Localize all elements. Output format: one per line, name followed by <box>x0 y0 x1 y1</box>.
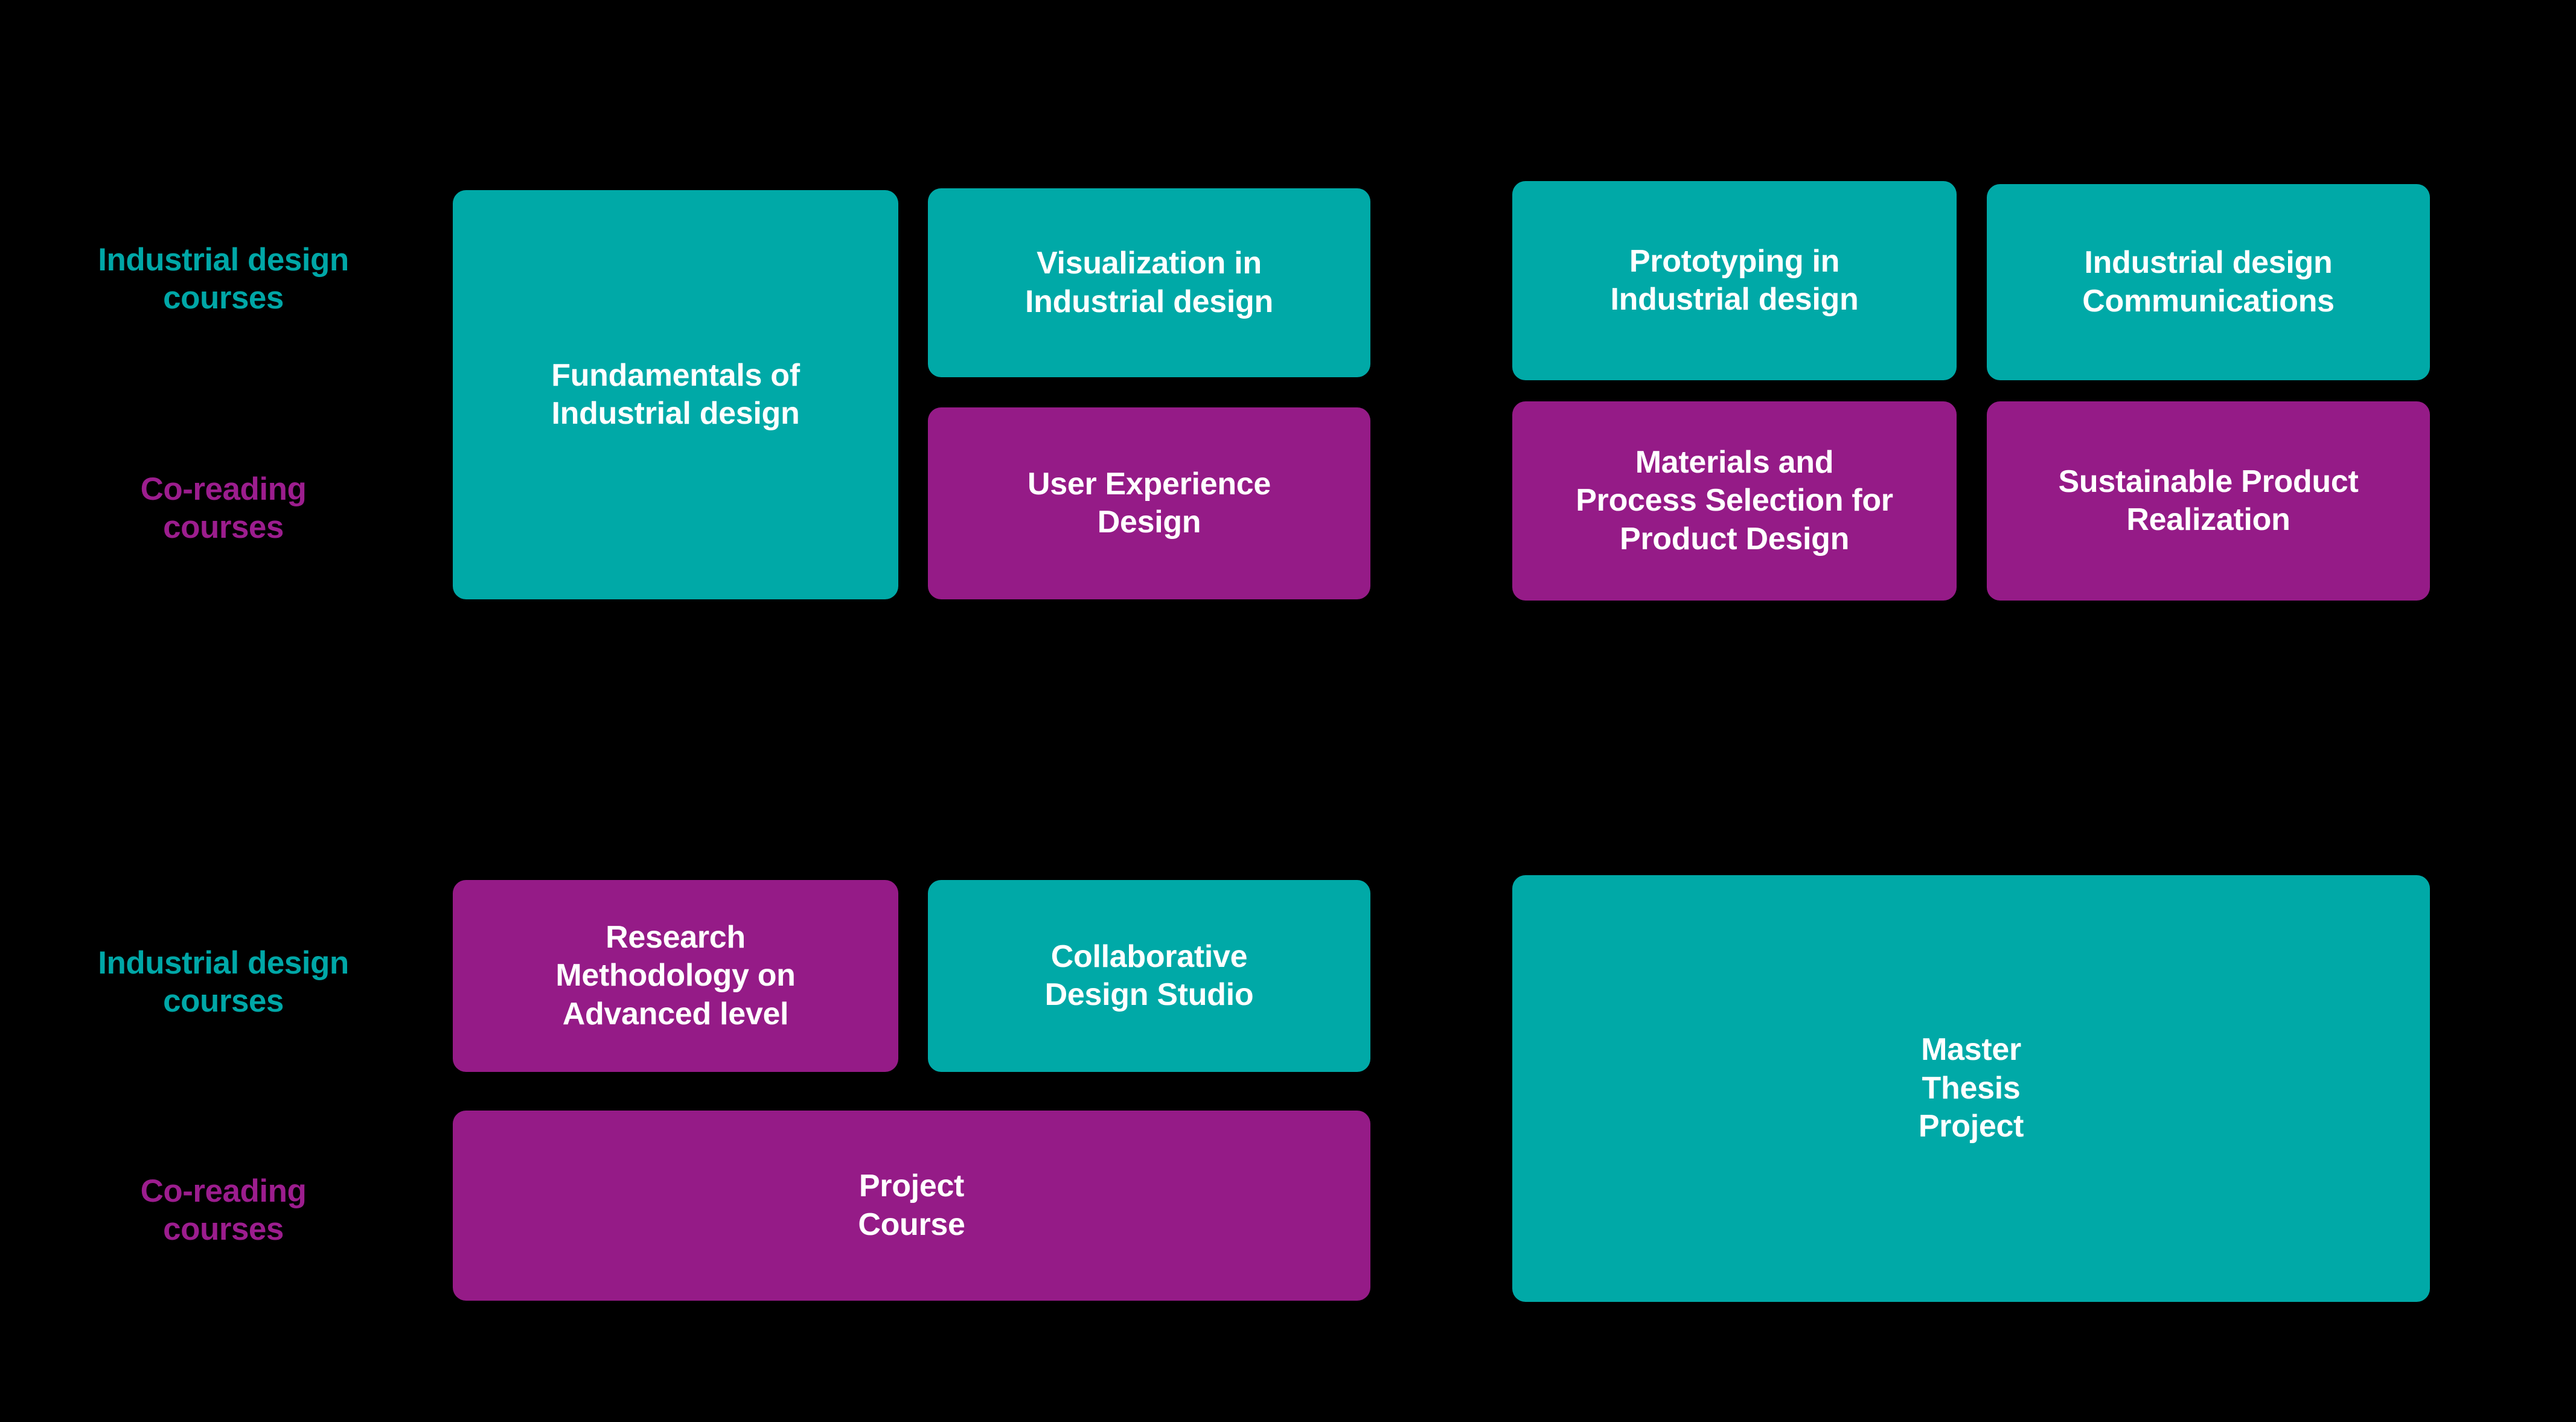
course-label: Master Thesis Project <box>1918 1032 2024 1144</box>
course-box-user-experience-design[interactable]: User Experience Design <box>928 407 1370 599</box>
course-label: Industrial design Communications <box>2082 245 2335 319</box>
course-box-research-methodology-on-advanced-level[interactable]: Research Methodology on Advanced level <box>453 880 898 1072</box>
row-label-industrial-design-courses-year-two: Industrial design courses <box>98 945 349 1019</box>
course-label: Fundamentals of Industrial design <box>551 357 800 431</box>
row-label-co-reading-courses-year-one: Co-reading courses <box>140 471 307 545</box>
course-box-visualization-in-industrial-design[interactable]: Visualization in Industrial design <box>928 188 1370 377</box>
course-box-materials-and-process-selection-for-product-design[interactable]: Materials and Process Selection for Prod… <box>1512 401 1957 601</box>
course-label: Collaborative Design Studio <box>1044 939 1254 1012</box>
course-label: Materials and Process Selection for Prod… <box>1576 444 1893 556</box>
course-box-sustainable-product-realization[interactable]: Sustainable Product Realization <box>1987 401 2430 601</box>
row-label-co-reading-courses-year-two: Co-reading courses <box>140 1173 307 1247</box>
course-label: User Experience Design <box>1027 466 1271 540</box>
course-label: Visualization in Industrial design <box>1025 246 1273 319</box>
course-label: Project Course <box>858 1169 965 1242</box>
course-box-prototyping-in-industrial-design[interactable]: Prototyping in Industrial design <box>1512 181 1957 380</box>
course-label: Sustainable Product Realization <box>2058 464 2359 537</box>
course-box-fundamentals-of-industrial-design[interactable]: Fundamentals of Industrial design <box>453 190 898 599</box>
course-box-industrial-design-communications[interactable]: Industrial design Communications <box>1987 184 2430 380</box>
course-box-collaborative-design-studio[interactable]: Collaborative Design Studio <box>928 880 1370 1072</box>
row-label-industrial-design-courses-year-one: Industrial design courses <box>98 242 349 316</box>
course-label: Research Methodology on Advanced level <box>555 919 796 1031</box>
course-box-project-course[interactable]: Project Course <box>453 1111 1370 1301</box>
course-label: Prototyping in Industrial design <box>1610 243 1859 317</box>
course-box-master-thesis-project[interactable]: Master Thesis Project <box>1512 875 2430 1302</box>
